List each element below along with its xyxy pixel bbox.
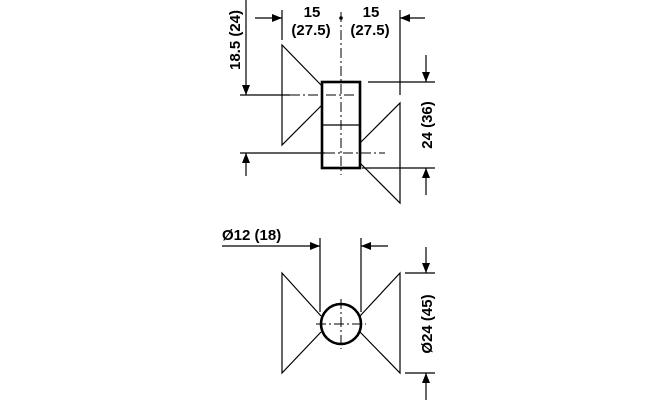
- hole-diameter-dim: Ø12 (18): [222, 227, 281, 244]
- side-view: 15 (27.5) 15 (27.5) 18.5 (24) 24 (36): [227, 0, 436, 205]
- center-dot: [339, 16, 343, 20]
- right-cone: [359, 101, 401, 205]
- body-height-dim: 24 (36): [419, 101, 436, 149]
- left-width-dim: 15: [304, 4, 321, 21]
- right-width-dim-alt: (27.5): [350, 22, 389, 39]
- right-cone: [359, 271, 401, 375]
- right-width-dim: 15: [363, 4, 380, 21]
- front-view: Ø12 (18) Ø24 (45): [222, 227, 436, 400]
- left-cone: [281, 271, 322, 375]
- outer-diameter-dim: Ø24 (45): [419, 294, 436, 353]
- left-width-dim-alt: (27.5): [291, 22, 330, 39]
- height-dim: 18.5 (24): [227, 10, 244, 70]
